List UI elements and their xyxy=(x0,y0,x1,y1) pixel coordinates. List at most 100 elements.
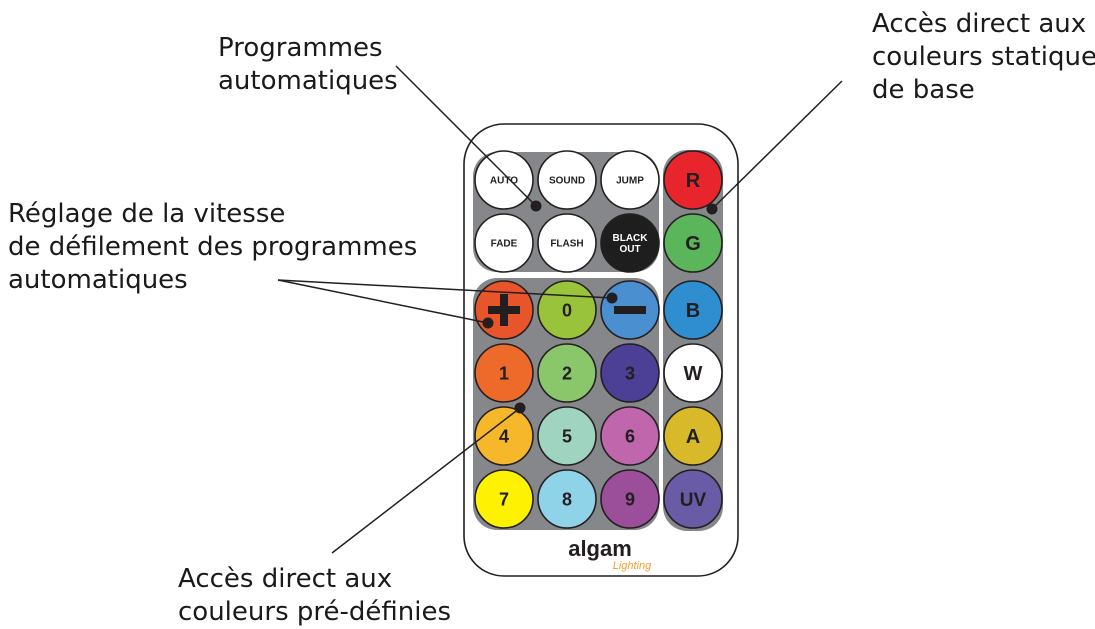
plus-icon xyxy=(500,294,508,326)
caption-static-colors: Accès direct aux couleurs statiques de b… xyxy=(872,8,1095,107)
number-button-6[interactable]: 6 xyxy=(600,406,660,466)
leader-line-speed-minus xyxy=(277,279,613,299)
color-button-r-circle xyxy=(663,150,723,210)
number-button-6-label: 6 xyxy=(625,426,635,446)
number-button-9-label: 9 xyxy=(625,489,635,509)
number-button-3-label: 3 xyxy=(625,363,635,383)
number-button-7-circle xyxy=(474,469,534,529)
brand-logo: algam xyxy=(568,536,632,561)
number-button-0[interactable]: 0 xyxy=(537,280,597,340)
number-panel xyxy=(473,278,659,530)
number-button-8-label: 8 xyxy=(562,489,572,509)
blackout-button-label: OUT xyxy=(619,244,640,255)
color-button-r[interactable]: R xyxy=(663,150,723,210)
caption-line: automatiques xyxy=(8,265,188,295)
number-button-1[interactable]: 1 xyxy=(474,343,534,403)
fade-button[interactable]: FADE xyxy=(474,213,534,273)
fade-button-circle xyxy=(474,213,534,273)
leader-dot xyxy=(706,203,718,215)
caption-speed: Réglage de la vitesse de défilement des … xyxy=(8,198,417,297)
number-button-7-label: 7 xyxy=(499,489,509,509)
caption-line: de base xyxy=(872,75,975,105)
flash-button[interactable]: FLASH xyxy=(537,213,597,273)
color-button-w[interactable]: W xyxy=(663,343,723,403)
caption-line: Réglage de la vitesse xyxy=(8,199,286,229)
caption-predefined: Accès direct aux couleurs pré-définies xyxy=(178,563,451,629)
auto-button-circle xyxy=(474,150,534,210)
jump-button-label: JUMP xyxy=(616,176,644,187)
color-button-b-label: B xyxy=(686,300,700,322)
number-button-2-circle xyxy=(537,343,597,403)
leader-dot xyxy=(482,317,494,329)
leader-line-static-colors xyxy=(711,80,843,210)
color-button-b-circle xyxy=(663,280,723,340)
color-button-a-circle xyxy=(663,406,723,466)
number-button-9[interactable]: 9 xyxy=(600,469,660,529)
number-button-7[interactable]: 7 xyxy=(474,469,534,529)
leader-dot xyxy=(530,200,542,212)
sound-button-circle xyxy=(537,150,597,210)
number-button-5-label: 5 xyxy=(562,426,572,446)
color-button-a[interactable]: A xyxy=(663,406,723,466)
color-button-uv-label: UV xyxy=(680,490,707,511)
number-button-4[interactable]: 4 xyxy=(474,406,534,466)
number-button-3[interactable]: 3 xyxy=(600,343,660,403)
fade-button-label: FADE xyxy=(491,239,518,250)
color-button-uv[interactable]: UV xyxy=(663,469,723,529)
caption-programmes: Programmes automatiques xyxy=(218,32,398,98)
flash-button-circle xyxy=(537,213,597,273)
auto-button-label: AUTO xyxy=(490,176,518,187)
number-button-8[interactable]: 8 xyxy=(537,469,597,529)
caption-line: automatiques xyxy=(218,66,398,96)
color-button-w-label: W xyxy=(684,363,703,385)
number-button-5-circle xyxy=(537,406,597,466)
number-button-8-circle xyxy=(537,469,597,529)
caption-line: Accès direct aux xyxy=(178,564,393,594)
number-button-6-circle xyxy=(600,406,660,466)
number-button-1-label: 1 xyxy=(499,363,509,383)
color-button-g-circle xyxy=(663,213,723,273)
number-button-2[interactable]: 2 xyxy=(537,343,597,403)
number-button-0-label: 0 xyxy=(562,300,572,320)
caption-line: Programmes xyxy=(218,33,383,63)
leader-dot xyxy=(514,402,526,414)
caption-line: couleurs statiques xyxy=(872,42,1095,72)
blackout-button-label: BLACK xyxy=(613,233,649,244)
color-button-b[interactable]: B xyxy=(663,280,723,340)
brand-subtitle: Lighting xyxy=(613,560,652,572)
number-button-3-circle xyxy=(600,343,660,403)
color-button-r-label: R xyxy=(686,170,701,192)
number-button-1-circle xyxy=(474,343,534,403)
color-button-uv-circle xyxy=(663,469,723,529)
caption-line: Accès direct aux xyxy=(872,9,1087,39)
caption-line: de défilement des programmes xyxy=(8,232,418,262)
number-button-9-circle xyxy=(600,469,660,529)
color-button-w-circle xyxy=(663,343,723,403)
color-button-g-label: G xyxy=(685,233,701,255)
jump-button-circle xyxy=(600,150,660,210)
color-button-a-label: A xyxy=(686,426,700,448)
plus-button[interactable] xyxy=(474,280,534,340)
sound-button[interactable]: SOUND xyxy=(537,150,597,210)
leader-line-programmes xyxy=(395,65,537,207)
color-button-g[interactable]: G xyxy=(663,213,723,273)
number-button-4-circle xyxy=(474,406,534,466)
caption-line: couleurs pré-définies xyxy=(178,597,451,627)
leader-dot xyxy=(606,292,618,304)
jump-button[interactable]: JUMP xyxy=(600,150,660,210)
number-button-2-label: 2 xyxy=(562,363,572,383)
minus-button[interactable] xyxy=(600,280,660,340)
sound-button-label: SOUND xyxy=(549,176,585,187)
minus-icon xyxy=(614,306,646,314)
blackout-button-circle xyxy=(600,213,660,273)
flash-button-label: FLASH xyxy=(550,239,583,250)
number-button-5[interactable]: 5 xyxy=(537,406,597,466)
number-button-4-label: 4 xyxy=(499,426,509,446)
leader-line-predefined xyxy=(331,407,521,554)
auto-button[interactable]: AUTO xyxy=(474,150,534,210)
leader-line-speed-plus xyxy=(277,279,489,324)
